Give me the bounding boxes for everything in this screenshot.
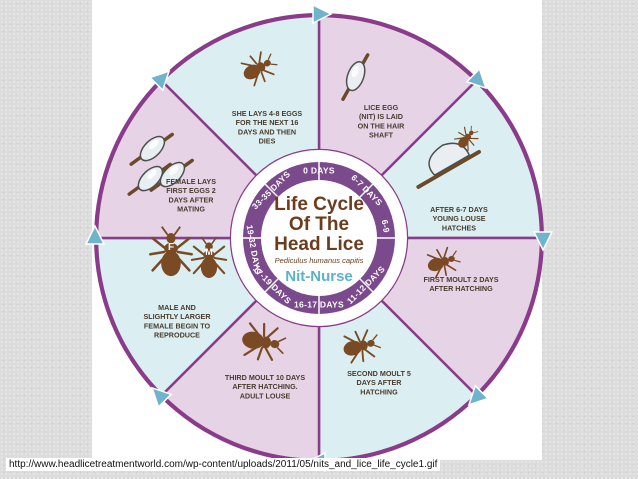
segment-label-line: FEMALE BEGIN TO bbox=[144, 321, 211, 330]
ring-dividers bbox=[243, 162, 395, 314]
cycle-arrow-1 bbox=[312, 3, 333, 25]
first-moult-louse-illustration bbox=[426, 246, 461, 279]
segment-label-line: SHE LAYS 4-8 EGGS bbox=[232, 109, 303, 118]
source-url: http://www.headlicetreatmentworld.com/wp… bbox=[6, 458, 441, 471]
male-louse-illustration bbox=[190, 236, 228, 278]
male-sex-label: M bbox=[205, 247, 213, 257]
segment-label-line: DIES bbox=[259, 137, 276, 146]
adult-louse-illustration bbox=[242, 322, 287, 361]
nit-cluster-illustration-1 bbox=[129, 132, 174, 166]
center-title-line1: Life Cycle bbox=[274, 194, 364, 215]
egg-laying-louse-illustration bbox=[240, 51, 278, 87]
center-disc bbox=[261, 180, 377, 296]
cycle-arrow-3 bbox=[532, 231, 554, 252]
cycle-arrow-8 bbox=[148, 69, 171, 92]
nit-cluster-illustration-3 bbox=[127, 162, 172, 196]
segment-label-line: AFTER HATCHING bbox=[429, 284, 493, 293]
segment-label-line: SLIGHTLY LARGER bbox=[143, 312, 211, 321]
segment-label-line: YOUNG LOUSE bbox=[432, 214, 485, 223]
segment-label-line: (NIT) IS LAID bbox=[359, 112, 403, 121]
segment-label-line: AFTER HATCHING. bbox=[232, 382, 297, 391]
center-title-line2: Of The bbox=[289, 214, 349, 235]
cycle-arrow-4 bbox=[467, 384, 490, 407]
segment-label-line: ON THE HAIR bbox=[358, 121, 406, 130]
ring-label-3: 6-9 bbox=[380, 219, 392, 234]
brand-name: Nit-Nurse bbox=[285, 268, 353, 285]
segment-label-line: DAYS AFTER bbox=[169, 195, 215, 204]
cycle-arrow-2 bbox=[465, 67, 488, 90]
segment-label-line: SHAFT bbox=[369, 131, 394, 140]
ring-label-5: 16-17 DAYS bbox=[294, 299, 344, 309]
segment-3 bbox=[379, 236, 543, 397]
segment-label-line: HATCHING bbox=[360, 387, 398, 396]
ring-label-1: 0 DAYS bbox=[303, 165, 335, 175]
cycle-arrow-7 bbox=[84, 224, 106, 245]
center-subtitle: Pediculus humanus capitis bbox=[275, 256, 364, 265]
segment-label-line: DAYS AND THEN bbox=[238, 127, 296, 136]
second-moult-louse-illustration bbox=[343, 329, 382, 364]
segment-label-line: THIRD MOULT 10 DAYS bbox=[225, 373, 305, 382]
female-louse-illustration bbox=[149, 226, 193, 277]
cycle-arrow-6 bbox=[150, 386, 173, 409]
hatching-egg-illustration bbox=[416, 142, 481, 189]
nit-on-hair-illustration bbox=[341, 53, 370, 101]
segment-label-line: REPRODUCE bbox=[154, 331, 200, 340]
center-title-line3: Head Lice bbox=[274, 234, 364, 255]
segment-label-line: FEMALE LAYS bbox=[166, 177, 216, 186]
segment-label-line: SECOND MOULT 5 bbox=[347, 369, 411, 378]
segment-label-line: HATCHES bbox=[442, 223, 476, 232]
segment-label-line: MATING bbox=[177, 205, 205, 214]
segment-label-line: ADULT LOUSE bbox=[240, 391, 291, 400]
nit-cluster-illustration-2 bbox=[149, 158, 194, 192]
segment-label-line: FIRST EGGS 2 bbox=[166, 186, 216, 195]
female-sex-label: F bbox=[168, 242, 174, 253]
segment-label-line: FOR THE NEXT 16 bbox=[236, 118, 299, 127]
segment-label-line: AFTER 6-7 DAYS bbox=[430, 205, 488, 214]
segment-label-line: DAYS AFTER bbox=[357, 378, 403, 387]
segment-label-line: LICE EGG bbox=[364, 103, 399, 112]
segment-label-line: MALE AND bbox=[158, 303, 196, 312]
segment-label-line: FIRST MOULT 2 DAYS bbox=[423, 275, 498, 284]
cycle-arrows bbox=[84, 3, 554, 473]
young-louse-illustration bbox=[453, 125, 479, 152]
